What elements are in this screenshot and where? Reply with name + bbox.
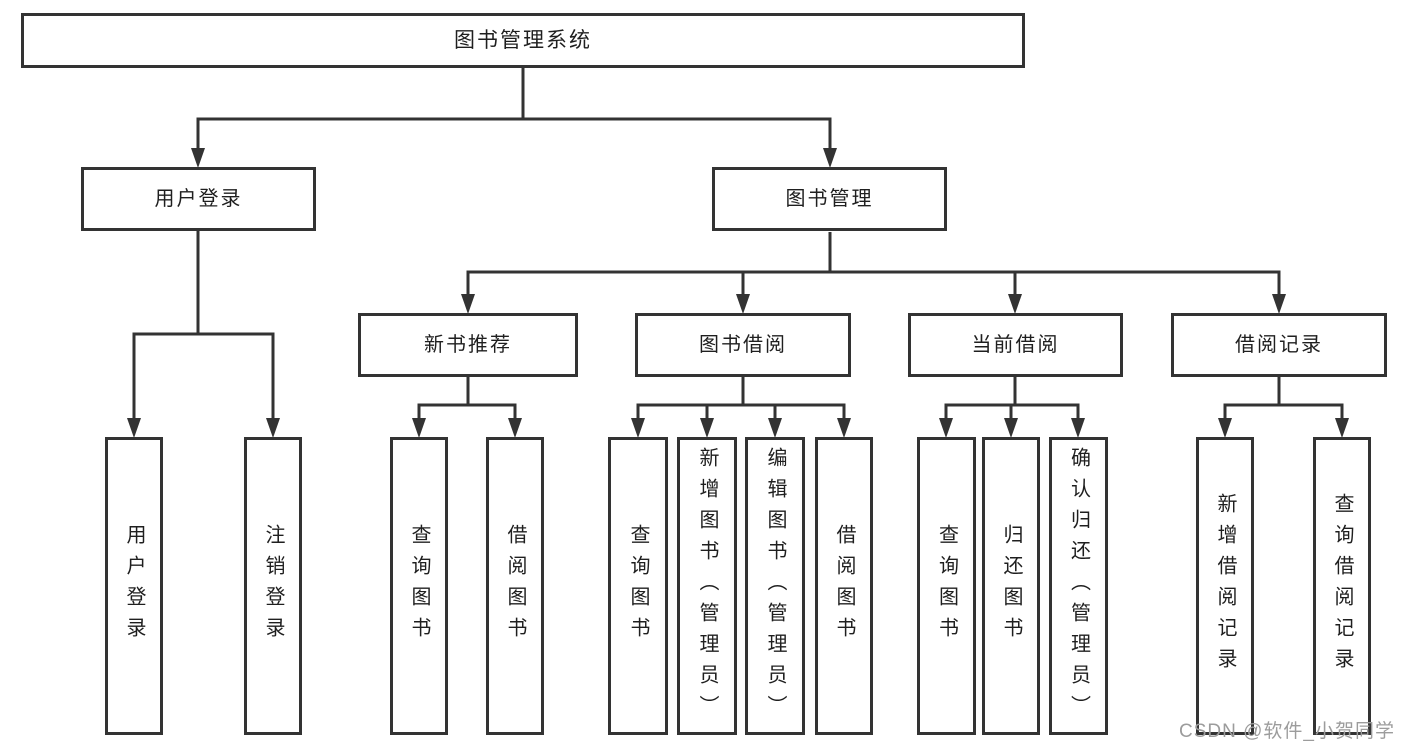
arrowhead-icon [1071, 418, 1085, 438]
arrowhead-icon [1218, 418, 1232, 438]
node-label: 注销登录 [262, 524, 284, 648]
leaf-cb-confirm-return-admin: 确认归还（管理员） [1049, 437, 1108, 735]
node-label: 用户登录 [154, 188, 243, 210]
arrowhead-icon [939, 418, 953, 438]
connector-borrow-records-branch [1223, 377, 1344, 421]
arrowhead-icon [412, 418, 426, 438]
leaf-bb-edit-books-admin: 编辑图书（管理员） [745, 437, 805, 735]
node-label: 归还图书 [1000, 524, 1022, 648]
arrowhead-icon [700, 418, 714, 438]
node-label: 确认归还（管理员） [1067, 446, 1090, 726]
node-label: 借阅图书 [504, 524, 526, 648]
node-label: 查询图书 [935, 524, 958, 648]
connector-user-login-branch [132, 231, 275, 421]
leaf-user-login: 用户登录 [105, 437, 163, 735]
arrowhead-icon [508, 418, 522, 438]
leaf-bb-add-books-admin: 新增图书（管理员） [677, 437, 737, 735]
leaf-cb-query-books: 查询图书 [917, 437, 976, 735]
arrowhead-icon [631, 418, 645, 438]
node-label: 当前借阅 [971, 334, 1060, 356]
node-label: 编辑图书（管理员） [764, 446, 786, 726]
node-book-management: 图书管理 [712, 167, 947, 231]
node-system-root: 图书管理系统 [21, 13, 1025, 68]
arrowhead-icon [461, 294, 475, 314]
arrowhead-icon [1335, 418, 1349, 438]
node-label: 借阅记录 [1235, 334, 1323, 356]
arrowhead-icon [191, 148, 205, 168]
arrowhead-icon [127, 418, 141, 438]
connector-root-to-level2 [196, 68, 832, 151]
node-current-borrow: 当前借阅 [908, 313, 1123, 377]
arrowhead-icon [768, 418, 782, 438]
leaf-bb-borrow-books: 借阅图书 [815, 437, 873, 735]
node-label: 查询图书 [627, 524, 649, 648]
node-label: 图书管理 [785, 188, 874, 210]
node-label: 图书借阅 [699, 334, 787, 356]
connector-new-book-branch [417, 377, 517, 421]
node-label: 新增图书（管理员） [696, 446, 718, 726]
leaf-logout-login: 注销登录 [244, 437, 302, 735]
leaf-nbr-borrow-books: 借阅图书 [486, 437, 544, 735]
node-label: 新增借阅记录 [1214, 493, 1236, 679]
arrowhead-icon [823, 148, 837, 168]
node-label: 图书管理系统 [454, 29, 592, 52]
leaf-cb-return-books: 归还图书 [982, 437, 1040, 735]
leaf-bb-query-books: 查询图书 [608, 437, 668, 735]
connector-current-borrow-branch [944, 377, 1080, 421]
node-label: 用户登录 [123, 524, 145, 648]
node-label: 查询借阅记录 [1331, 493, 1353, 679]
node-book-borrow: 图书借阅 [635, 313, 851, 377]
leaf-br-query-borrow-record: 查询借阅记录 [1313, 437, 1371, 735]
node-new-book-recommend: 新书推荐 [358, 313, 578, 377]
connector-book-borrow-branch [636, 377, 846, 421]
arrowhead-icon [736, 294, 750, 314]
arrowhead-icon [1272, 294, 1286, 314]
arrowhead-icon [1004, 418, 1018, 438]
node-label: 借阅图书 [833, 524, 855, 648]
watermark-text: CSDN @软件_小贺同学 [1179, 721, 1395, 742]
arrowhead-icon [266, 418, 280, 438]
arrowhead-icon [837, 418, 851, 438]
node-user-login: 用户登录 [81, 167, 316, 231]
arrowhead-icon [1008, 294, 1022, 314]
node-label: 查询图书 [408, 524, 430, 648]
leaf-br-add-borrow-record: 新增借阅记录 [1196, 437, 1254, 735]
connector-book-management-branch [466, 232, 1281, 297]
node-borrow-records: 借阅记录 [1171, 313, 1387, 377]
leaf-nbr-query-books: 查询图书 [390, 437, 448, 735]
node-label: 新书推荐 [424, 334, 512, 356]
